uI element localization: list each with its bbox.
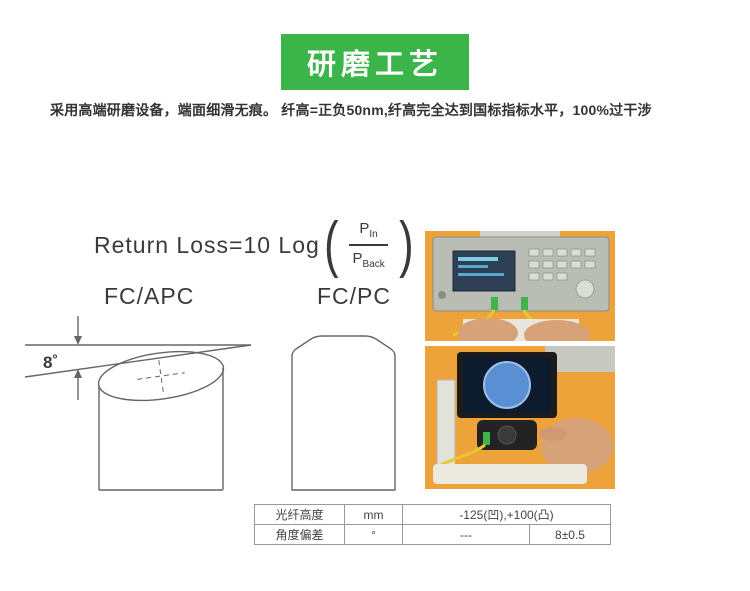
spec-unit-cell: mm	[344, 504, 403, 525]
intro-text: 采用高端研磨设备，端面细滑无痕。 纤高=正负50nm,纤高完全达到国标指标水平，…	[50, 102, 652, 118]
hand-left	[458, 318, 518, 341]
button	[556, 272, 568, 281]
button	[570, 248, 582, 257]
fiber-connector-green	[491, 297, 498, 310]
close-paren: )	[398, 209, 414, 279]
screen-text-line	[458, 265, 488, 268]
angle-arrowhead-top	[74, 336, 82, 345]
test-instrument-illustration	[425, 231, 615, 341]
instrument-vent	[480, 231, 560, 239]
numerator-symbol: P	[359, 220, 370, 237]
page-title: 研磨工艺	[280, 34, 470, 90]
numerator-subscript: In	[369, 229, 378, 240]
fc-apc-drawing	[24, 316, 252, 491]
button	[584, 260, 596, 269]
button	[528, 248, 540, 257]
screen-text-line	[458, 257, 498, 261]
inspection-scope-illustration	[425, 346, 615, 489]
button	[542, 260, 554, 269]
button	[542, 248, 554, 257]
ferrule-end-face	[97, 350, 225, 402]
table-row-fiber-height: 光纤高度 mm -125(凹),+100(凸)	[254, 504, 611, 525]
open-paren: (	[323, 209, 339, 279]
formula-numerator: PIn	[349, 220, 388, 246]
button	[570, 260, 582, 269]
formula-prefix: Return Loss=10 Log	[94, 231, 320, 258]
button	[556, 248, 568, 257]
fiber-end-face-ring	[483, 361, 531, 409]
button	[584, 248, 596, 257]
center-cross	[137, 360, 185, 392]
spec-table: 光纤高度 mm -125(凹),+100(凸) 角度偏差 ° --- 8±0.5	[254, 504, 611, 545]
foam-pad	[433, 464, 587, 484]
label-fc-pc: FC/PC	[317, 283, 391, 309]
stand-bracket	[436, 379, 456, 469]
spec-value-cell: -125(凹),+100(凸)	[402, 504, 611, 525]
table-row-angle-deviation: 角度偏差 ° --- 8±0.5	[254, 524, 611, 545]
angle-label: 8˚	[43, 353, 58, 372]
spec-name-cell: 光纤高度	[254, 504, 345, 525]
tilt-line	[24, 344, 252, 378]
spec-unit-cell: °	[344, 524, 403, 545]
scope-knob	[497, 425, 517, 445]
formula-denominator: PBack	[342, 246, 394, 270]
denominator-subscript: Back	[362, 259, 385, 270]
button-grid	[528, 248, 596, 299]
fiber-end-face-image	[484, 362, 530, 408]
photo-inspection-scope	[425, 346, 615, 489]
button	[528, 260, 540, 269]
button	[528, 272, 540, 281]
spec-value-cell: 8±0.5	[529, 524, 611, 545]
denominator-symbol: P	[352, 250, 363, 267]
screen-text-line	[458, 273, 504, 276]
panel-port	[438, 291, 446, 299]
fiber-connector-green	[521, 297, 528, 310]
center-cross-h	[137, 372, 185, 380]
ferrule-diagrams: 8˚	[24, 316, 396, 491]
fiber-connector-green	[483, 432, 490, 445]
return-loss-formula: Return Loss=10 Log ( PIn PBack )	[94, 209, 417, 279]
hand-right	[524, 320, 590, 341]
label-fc-apc: FC/APC	[104, 283, 195, 309]
fc-pc-drawing	[291, 335, 396, 491]
photo-test-instrument	[425, 231, 615, 341]
angle-arrowhead-bottom	[74, 369, 82, 378]
button	[556, 260, 568, 269]
formula-fraction: PIn PBack	[342, 220, 394, 270]
spec-name-cell: 角度偏差	[254, 524, 345, 545]
button	[542, 272, 554, 281]
thumb	[539, 427, 567, 441]
rotary-knob	[575, 279, 595, 299]
spec-value-cell: ---	[402, 524, 530, 545]
